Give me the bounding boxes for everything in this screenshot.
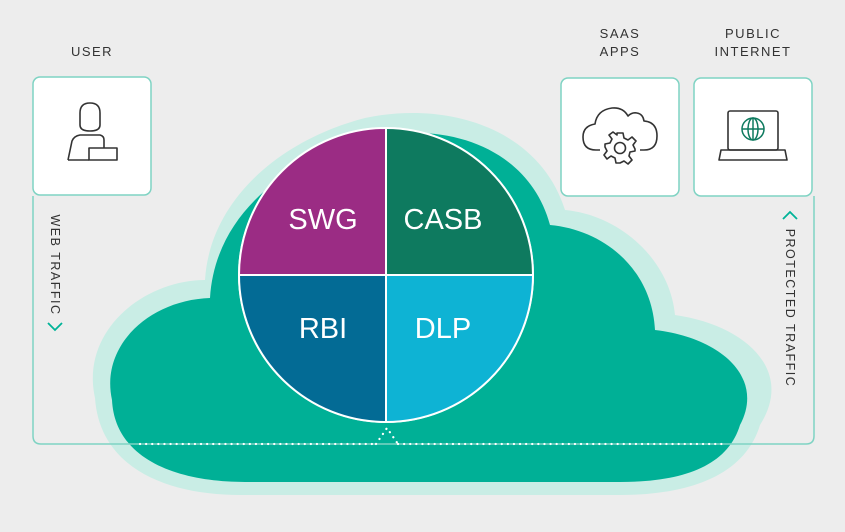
user-label: USER [52,43,132,61]
laptop-globe-icon [718,110,788,161]
web-traffic-text: WEB TRAFFIC [48,214,62,316]
saas-label-line2: APPS [599,44,641,59]
internet-label: PUBLIC INTERNET [703,25,803,61]
cloud-gear-icon [582,107,658,165]
quadrant-label-dlp: DLP [415,313,471,345]
user-box [32,76,152,196]
internet-label-line2: INTERNET [714,44,792,59]
chevron-down-icon [47,322,63,332]
user-label-text: USER [70,44,114,59]
web-traffic-label: WEB TRAFFIC [48,215,62,316]
quadrant-label-rbi: RBI [299,313,347,345]
quadrant-rbi [239,275,386,422]
quadrant-swg [239,128,386,275]
saas-box [560,77,680,197]
saas-label-line1: SAAS [599,26,641,41]
protected-traffic-label: PROTECTED TRAFFIC [783,229,797,388]
quadrant-dlp [386,275,533,422]
user-icon [67,102,118,161]
quadrant-circle: SWG CASB RBI DLP [238,127,534,423]
quadrant-label-swg: SWG [288,204,357,236]
quadrant-casb [386,128,533,275]
chevron-up-icon [782,210,798,220]
internet-label-line1: PUBLIC [725,26,781,41]
quadrant-label-casb: CASB [404,204,483,236]
protected-traffic-text: PROTECTED TRAFFIC [783,228,797,388]
dotted-path-peak [374,426,400,446]
saas-label: SAAS APPS [580,25,660,61]
